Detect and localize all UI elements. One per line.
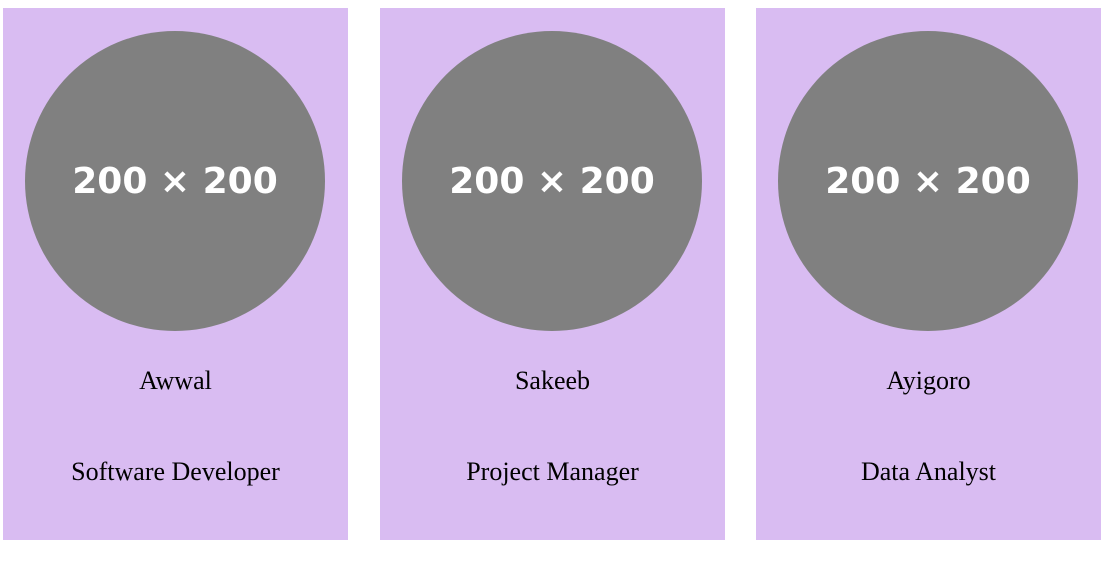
member-role: Data Analyst xyxy=(860,457,997,486)
team-card: 200 × 200 Awwal Software Developer xyxy=(3,8,348,540)
member-role: Software Developer xyxy=(71,457,280,486)
member-name: Ayigoro xyxy=(886,366,971,395)
member-role: Project Manager xyxy=(466,457,639,486)
member-name: Awwal xyxy=(139,366,212,395)
member-name: Sakeeb xyxy=(514,366,591,395)
avatar-placeholder: 200 × 200 xyxy=(25,31,325,331)
avatar-placeholder-label: 200 × 200 xyxy=(449,160,655,202)
avatar-placeholder: 200 × 200 xyxy=(402,31,702,331)
avatar-placeholder-label: 200 × 200 xyxy=(825,160,1031,202)
team-card: 200 × 200 Sakeeb Project Manager xyxy=(380,8,725,540)
team-card: 200 × 200 Ayigoro Data Analyst xyxy=(756,8,1101,540)
avatar-placeholder-label: 200 × 200 xyxy=(72,160,278,202)
avatar-placeholder: 200 × 200 xyxy=(778,31,1078,331)
